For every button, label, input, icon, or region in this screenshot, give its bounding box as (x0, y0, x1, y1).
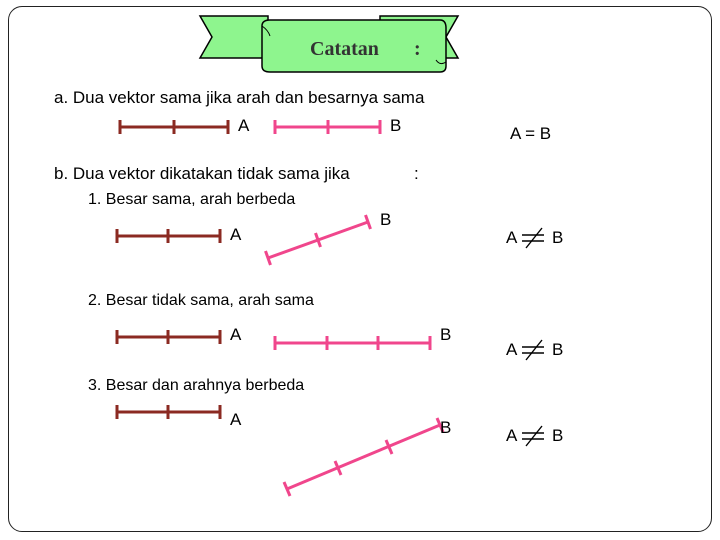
label-a-case-1: A (230, 225, 241, 245)
vector-b-case-2 (275, 336, 430, 350)
section-b-colon: : (414, 164, 419, 184)
not-equal-icon (522, 426, 544, 446)
not-equal-icon (522, 340, 544, 360)
label-a-sec-a: A (238, 116, 249, 136)
label-a-case-3: A (230, 410, 241, 430)
vector-b-case-3 (284, 418, 443, 496)
case-2-text: 2. Besar tidak sama, arah sama (88, 292, 314, 310)
vector-a-case-3 (117, 405, 220, 419)
not-equal-icon (522, 228, 544, 248)
relation-sec-a: A = B (510, 124, 551, 144)
label-b-case-3: B (440, 418, 451, 438)
relation-a-case-3: A (506, 426, 517, 446)
label-a-case-2: A (230, 325, 241, 345)
case-1-text: 1. Besar sama, arah berbeda (88, 191, 295, 209)
vector-b-sec-a (275, 120, 380, 134)
vector-a-sec-a (120, 120, 228, 134)
relation-a-case-2: A (506, 340, 517, 360)
relation-b-case-1: B (552, 228, 563, 248)
label-b-sec-a: B (390, 116, 401, 136)
relation-a-case-1: A (506, 228, 517, 248)
vector-a-case-2 (117, 330, 220, 344)
vector-a-case-1 (117, 229, 220, 243)
relation-b-case-3: B (552, 426, 563, 446)
section-a-text: a. Dua vektor sama jika arah dan besarny… (54, 88, 424, 108)
vector-b-case-1 (266, 215, 371, 265)
label-b-case-2: B (440, 325, 451, 345)
section-b-text: b. Dua vektor dikatakan tidak sama jika (54, 164, 350, 184)
relation-b-case-2: B (552, 340, 563, 360)
case-3-text: 3. Besar dan arahnya berbeda (88, 377, 304, 395)
label-b-case-1: B (380, 210, 391, 230)
